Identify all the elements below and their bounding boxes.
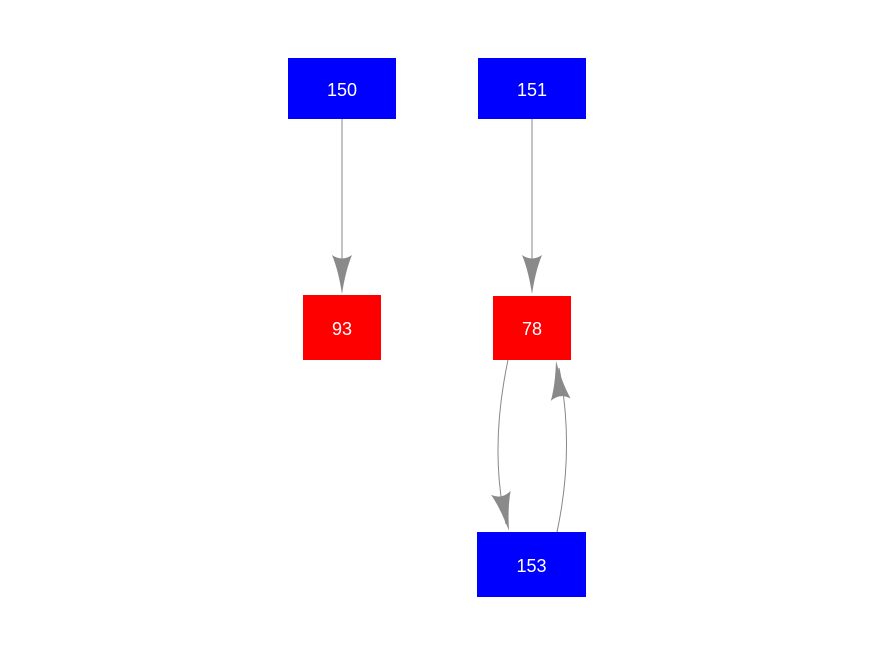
arrowhead-icon	[550, 361, 571, 401]
graph-node-93: 93	[303, 295, 381, 360]
node-label: 150	[326, 79, 358, 100]
arrowhead-icon	[522, 255, 542, 294]
node-label: 93	[331, 318, 353, 339]
edge-78-to-153	[497, 359, 509, 525]
graph-node-78: 78	[493, 296, 571, 360]
node-label: 151	[516, 79, 548, 100]
arrowhead-icon	[491, 490, 511, 531]
node-label: 153	[516, 555, 547, 576]
node-label: 78	[521, 319, 543, 339]
edge-153-to-78	[556, 367, 568, 533]
graph-node-153: 153	[477, 532, 586, 597]
arrowhead-icon	[332, 255, 352, 294]
graph-node-150: 150	[288, 58, 396, 119]
graph-node-151: 151	[478, 58, 586, 119]
